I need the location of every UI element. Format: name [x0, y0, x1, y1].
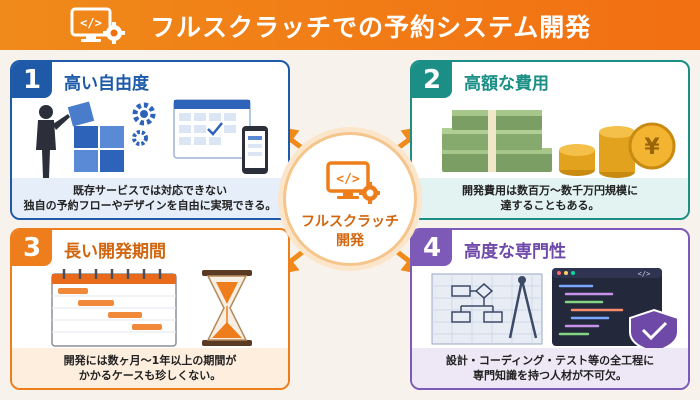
center-label-line-2: 開発 [336, 233, 364, 249]
card-description: 既存サービスでは対応できない 独自の予約フローやデザインを自由に実現できる。 [12, 178, 288, 218]
card-expertise: 4 高度な専門性 </> [410, 228, 690, 390]
desc-line-2: 専門知識を持つ人材が不可欠。 [473, 369, 627, 382]
blueprint-code-shield-icon: </> [431, 268, 679, 352]
card-title: 高度な専門性 [464, 242, 566, 262]
card-title: 高額な費用 [464, 74, 549, 94]
page-title: フルスクラッチでの予約システム開発 [150, 13, 592, 42]
header-banner: </> フルスクラッチでの予約システム開発 [0, 0, 700, 50]
person-puzzle-calendar-phone-icon [36, 99, 268, 178]
desc-line-2: かかるケースも珍しくない。 [78, 369, 222, 382]
card-number: 1 [12, 62, 52, 98]
svg-text:</>: </> [80, 16, 102, 30]
desc-line-1: 開発費用は数百万～数千万円規模に [462, 184, 638, 197]
gantt-calendar-hourglass-icon [51, 269, 252, 347]
svg-text:¥: ¥ [644, 135, 660, 160]
code-monitor-gear-icon: </> [70, 7, 125, 44]
desc-line-1: 開発には数ヶ月～1年以上の期間が [63, 354, 237, 367]
svg-text:</>: </> [638, 270, 651, 278]
money-stack-coins-icon: ¥ [442, 110, 676, 178]
card-description: 設計・コーディング・テスト等の全工程に 専門知識を持つ人材が不可欠。 [412, 348, 688, 388]
center-hub: </> フルスクラッチ 開発 [283, 132, 417, 266]
card-long-period: 3 長い開発期間 開発には数ヶ月～1年以上の期間が かかるケースも珍しくない。 [10, 228, 290, 390]
code-monitor-gear-icon: </> [326, 161, 380, 204]
center-label-line-1: フルスクラッチ [301, 214, 399, 230]
desc-line-2: 達することもある。 [500, 199, 600, 212]
card-high-freedom: 1 高い自由度 既存サービスでは対応できない 独自の予約フロ [10, 60, 290, 220]
card-number: 4 [412, 230, 452, 266]
desc-line-2: 独自の予約フローやデザインを自由に実現できる。 [23, 199, 277, 212]
card-number: 3 [12, 230, 52, 266]
card-title: 高い自由度 [64, 74, 149, 94]
card-high-cost: 2 高額な費用 ¥ 開発費用は数百万～数千万円規模に 達することもある。 [410, 60, 690, 220]
card-number: 2 [412, 62, 452, 98]
center-label: フルスクラッチ 開発 [286, 213, 414, 251]
card-title: 長い開発期間 [64, 242, 166, 262]
desc-line-1: 設計・コーディング・テスト等の全工程に [445, 354, 655, 367]
card-description: 開発には数ヶ月～1年以上の期間が かかるケースも珍しくない。 [12, 348, 288, 388]
desc-line-1: 既存サービスでは対応できない [73, 184, 227, 197]
card-description: 開発費用は数百万～数千万円規模に 達することもある。 [412, 178, 688, 218]
svg-text:</>: </> [336, 172, 360, 187]
